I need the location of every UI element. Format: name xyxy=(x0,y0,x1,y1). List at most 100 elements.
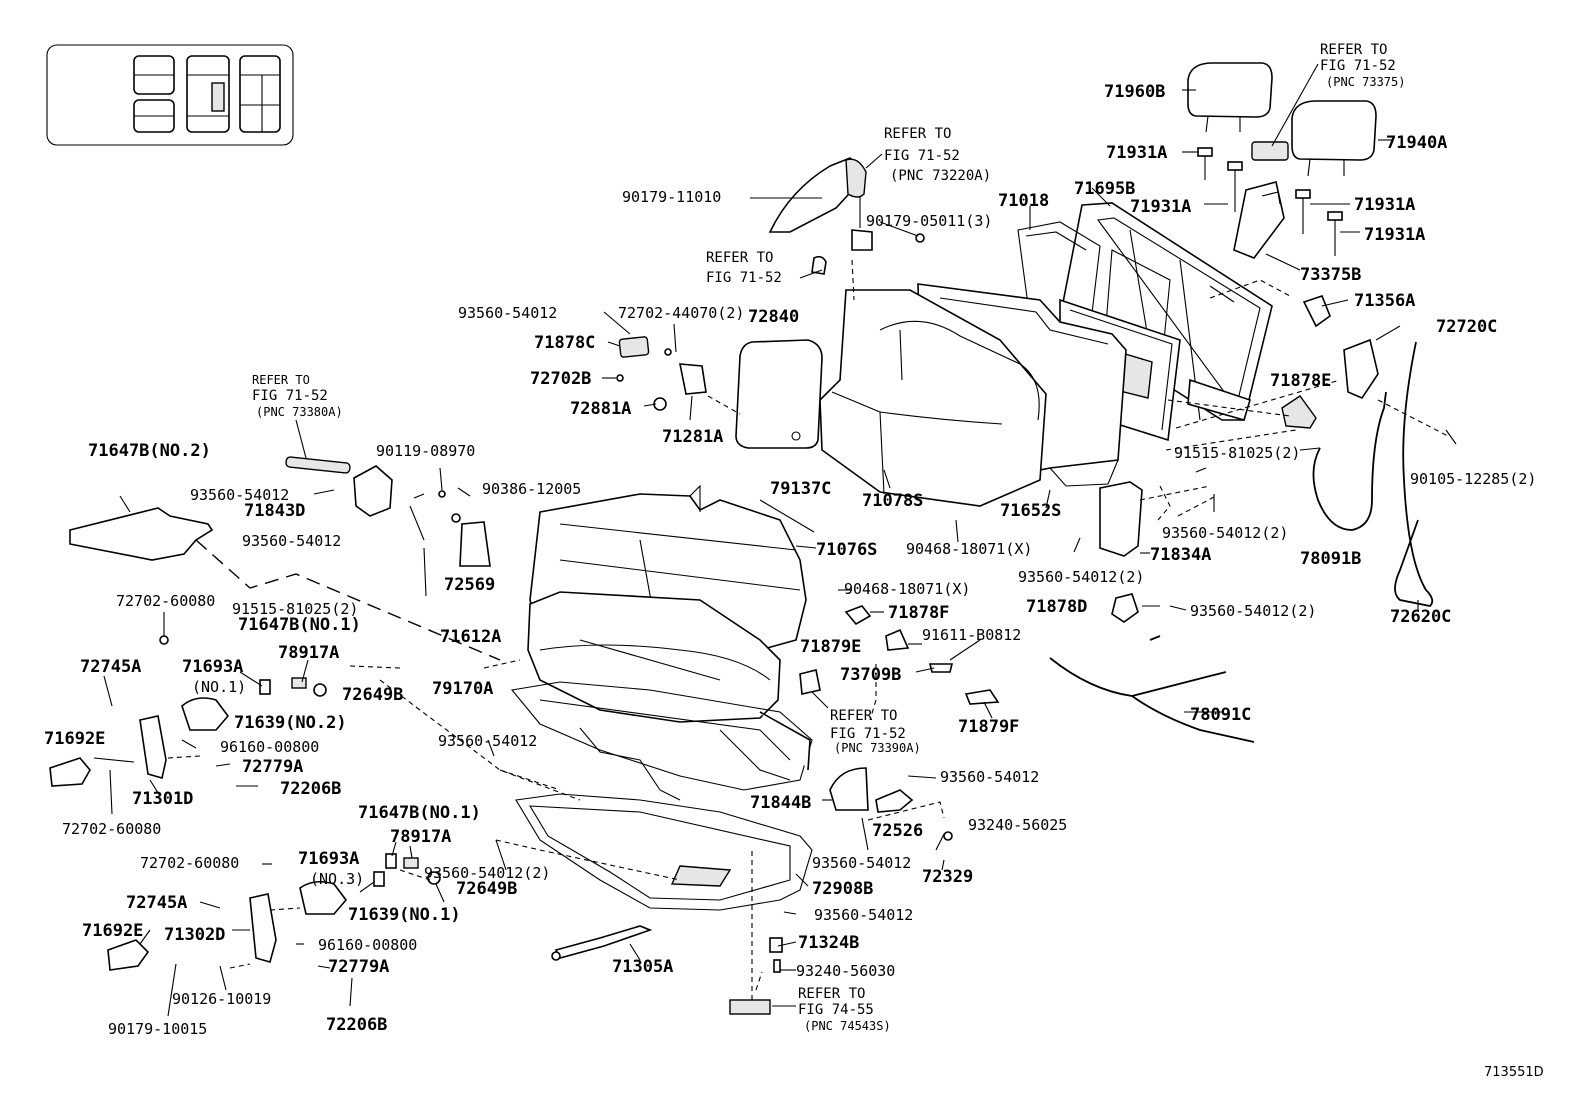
refer-note-pnc-73390A: REFER TO FIG 71-52 (PNC 73390A) xyxy=(811,691,921,755)
label-96160-00800: 96160-00800 xyxy=(220,738,319,756)
label-71018: 71018 xyxy=(998,191,1049,211)
label-73375B: 73375B xyxy=(1300,265,1361,285)
label-72745A: 72745A xyxy=(126,893,187,913)
svg-text:(PNC 73220A): (PNC 73220A) xyxy=(890,168,991,184)
label-71878E: 71878E xyxy=(1270,371,1331,391)
svg-text:(PNC 74543S): (PNC 74543S) xyxy=(804,1019,891,1033)
label-72702B: 72702B xyxy=(530,369,591,389)
label-72206B: 72206B xyxy=(326,1015,387,1035)
label-90179-11010: 90179-11010 xyxy=(622,188,721,206)
svg-text:FIG 71-52: FIG 71-52 xyxy=(706,270,782,286)
label-71612A: 71612A xyxy=(440,627,501,647)
label-90468-18071: 90468-18071(X) xyxy=(906,540,1032,558)
label-71844B: 71844B xyxy=(750,793,811,813)
seat-frame-79170A xyxy=(510,681,813,801)
label-71692E: 71692E xyxy=(82,921,143,941)
label-71693A-no3: (NO.3) xyxy=(310,870,364,888)
label-93240-56030: 93240-56030 xyxy=(796,962,895,980)
label-71931A: 71931A xyxy=(1364,225,1425,245)
label-93560-54012-2: 93560-54012(2) xyxy=(1018,568,1144,586)
armrest-cover-73375B xyxy=(1233,141,1289,259)
label-71878D: 71878D xyxy=(1026,597,1087,617)
label-93560-54012: 93560-54012 xyxy=(814,906,913,924)
svg-text:FIG 71-52: FIG 71-52 xyxy=(884,148,960,164)
label-71639-no1: 71639(NO.1) xyxy=(348,905,461,925)
label-72329: 72329 xyxy=(922,867,973,887)
label-72569: 72569 xyxy=(444,575,495,595)
label-71693A-no1: (NO.1) xyxy=(192,678,246,696)
label-93240-56025: 93240-56025 xyxy=(968,816,1067,834)
label-71647B-no1: 71647B(NO.1) xyxy=(238,615,361,635)
label-72526: 72526 xyxy=(872,821,923,841)
svg-text:FIG 71-52: FIG 71-52 xyxy=(252,388,328,404)
label-93560-54012-2: 93560-54012(2) xyxy=(1190,602,1316,620)
thumbnail-seats xyxy=(133,55,281,133)
seat-location-thumbnail xyxy=(46,44,294,146)
label-72649B: 72649B xyxy=(456,879,517,899)
label-71301D: 71301D xyxy=(132,789,193,809)
label-71960B: 71960B xyxy=(1104,82,1165,102)
label-72702-60080: 72702-60080 xyxy=(140,854,239,872)
label-71940A: 71940A xyxy=(1386,133,1447,153)
label-93560-54012: 93560-54012 xyxy=(242,532,341,550)
label-71076S: 71076S xyxy=(816,540,877,560)
refer-note-pnc-73220A: REFER TO FIG 71-52 (PNC 73220A) xyxy=(865,126,991,184)
label-72620C: 72620C xyxy=(1390,607,1451,627)
label-72908B: 72908B xyxy=(812,879,873,899)
seat-bottom-frame-72908B xyxy=(515,793,813,911)
label-93560-54012-2: 93560-54012(2) xyxy=(424,864,550,882)
label-93560-54012-2: 93560-54012(2) xyxy=(1162,524,1288,542)
label-71302D: 71302D xyxy=(164,925,225,945)
label-93560-54012: 93560-54012 xyxy=(438,732,537,750)
label-90119-08970: 90119-08970 xyxy=(376,442,475,460)
svg-text:(PNC 73390A): (PNC 73390A) xyxy=(834,741,921,755)
label-93560-54012: 93560-54012 xyxy=(458,304,557,322)
label-71692E: 71692E xyxy=(44,729,105,749)
label-90126-10019: 90126-10019 xyxy=(172,990,271,1008)
label-71324B: 71324B xyxy=(798,933,859,953)
label-72702-60080: 72702-60080 xyxy=(116,592,215,610)
small-parts xyxy=(49,157,1379,1015)
label-90105-12285: 90105-12285(2) xyxy=(1410,470,1536,488)
label-72206B: 72206B xyxy=(280,779,341,799)
label-71878F: 71878F xyxy=(888,603,949,623)
label-91515-81025: 91515-81025(2) xyxy=(232,600,358,618)
label-90179-05011: 90179-05011(3) xyxy=(866,212,992,230)
label-72840: 72840 xyxy=(748,307,799,327)
label-90179-10015: 90179-10015 xyxy=(108,1020,207,1038)
label-72720C: 72720C xyxy=(1436,317,1497,337)
label-90386-12005: 90386-12005 xyxy=(482,480,581,498)
svg-text:REFER TO: REFER TO xyxy=(884,126,951,142)
label-71693A: 71693A xyxy=(182,657,243,677)
label-71356A: 71356A xyxy=(1354,291,1415,311)
headrest-71960B xyxy=(1187,62,1273,133)
label-72745A: 72745A xyxy=(80,657,141,677)
label-71931A: 71931A xyxy=(1354,195,1415,215)
leader-lines xyxy=(93,89,1457,1017)
svg-text:FIG 74-55: FIG 74-55 xyxy=(798,1002,874,1018)
seat-cushion-pad-71612A xyxy=(527,591,781,723)
svg-text:REFER TO: REFER TO xyxy=(252,373,310,387)
label-71639-no2: 71639(NO.2) xyxy=(234,713,347,733)
label-71078S: 71078S xyxy=(862,491,923,511)
part-labels: 71960B 71940A 71931A 71931A 71931A 71931… xyxy=(44,82,1497,1035)
label-72779A: 72779A xyxy=(328,957,389,977)
cables xyxy=(1049,341,1434,743)
refer-note-pnc-74543S: REFER TO FIG 74-55 (PNC 74543S) xyxy=(772,986,891,1033)
svg-text:REFER TO: REFER TO xyxy=(830,708,897,724)
label-72881A: 72881A xyxy=(570,399,631,419)
refer-to-notes: REFER TO FIG 71-52 (PNC 73375) REFER TO … xyxy=(252,42,1405,1033)
headrest-71940A xyxy=(1291,100,1377,177)
label-78917A: 78917A xyxy=(278,643,339,663)
label-78917A: 78917A xyxy=(390,827,451,847)
label-71281A: 71281A xyxy=(662,427,723,447)
label-73709B: 73709B xyxy=(840,665,901,685)
label-71693A: 71693A xyxy=(298,849,359,869)
label-71695B: 71695B xyxy=(1074,179,1135,199)
label-71652S: 71652S xyxy=(1000,501,1061,521)
label-71878C: 71878C xyxy=(534,333,595,353)
label-71647B-no2: 71647B(NO.2) xyxy=(88,441,211,461)
svg-text:REFER TO: REFER TO xyxy=(706,250,773,266)
label-71834A: 71834A xyxy=(1150,545,1211,565)
